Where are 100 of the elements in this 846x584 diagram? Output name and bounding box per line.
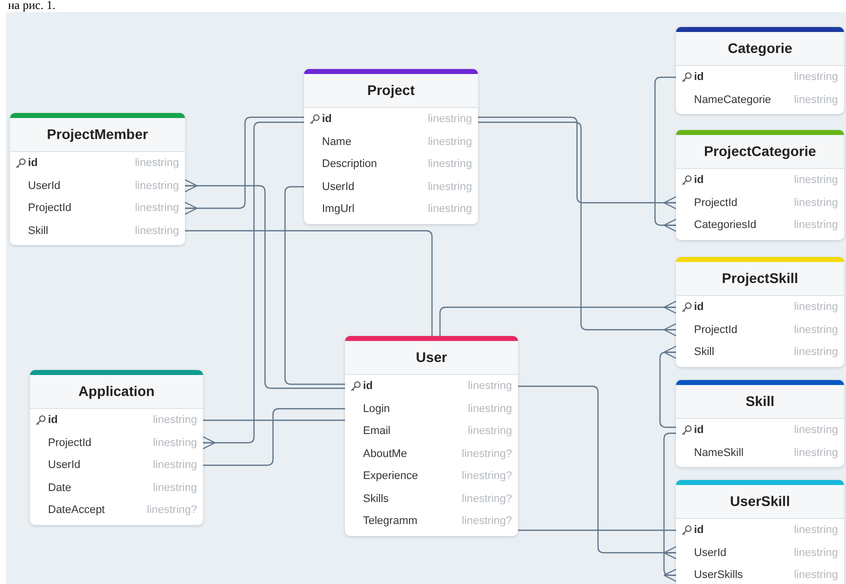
field-type: linestring [794, 92, 838, 108]
field-type: linestring [134, 201, 179, 216]
field-type: linestring [468, 424, 512, 439]
field-name: Skill [694, 345, 716, 360]
relationship-line [203, 420, 345, 421]
field-name: UserSkills [694, 568, 744, 583]
field-type: linestring [794, 300, 838, 315]
table-header: Categorie [676, 32, 844, 66]
relationship-line [478, 122, 677, 336]
field-name: id [694, 70, 705, 85]
field-name: ImgUrl [322, 202, 356, 217]
field-type: linestring [794, 218, 838, 233]
entity-table [676, 480, 844, 584]
field-name: Skills [363, 492, 390, 506]
field-type: linestring [794, 546, 838, 560]
field-type: linestring [468, 402, 512, 416]
field-name: id [694, 300, 705, 315]
field-name: Skill [28, 224, 50, 238]
field-name: Login [363, 402, 391, 416]
field-name: Email [363, 424, 392, 439]
field-name: id [28, 156, 39, 171]
table-header: ProjectSkill [676, 262, 844, 296]
relationship-line [185, 230, 433, 336]
relationship-line [663, 432, 677, 582]
field-type: linestring? [146, 503, 197, 518]
entity-table [676, 380, 844, 467]
field-name: Date [48, 480, 72, 496]
relationship-line [284, 186, 345, 385]
field-type: linestring [428, 134, 472, 150]
relationship-line [659, 346, 677, 428]
field-type: linestring [794, 173, 838, 188]
relationship-line [518, 386, 677, 560]
relationship-line [478, 116, 677, 210]
field-name: ProjectId [694, 196, 738, 210]
field-name: UserId [694, 546, 728, 560]
field-name: UserId [28, 178, 62, 194]
field-type: linestring [428, 157, 472, 172]
field-type: linestring? [462, 446, 512, 462]
field-type: linestring [468, 379, 512, 394]
field-type: linestring [152, 480, 197, 496]
relationship-line [439, 300, 677, 337]
text-fragment: на рис. 1. [8, 0, 56, 12]
field-type: linestring [794, 322, 838, 338]
relationship-line [518, 530, 676, 531]
field-name: Experience [363, 469, 420, 484]
entity-table [676, 130, 844, 240]
entity-table [30, 370, 203, 524]
relationship-line [203, 408, 345, 466]
field-type: linestring [428, 180, 472, 194]
field-name: id [322, 112, 333, 127]
table-header: UserSkill [676, 485, 844, 519]
relationship-line [184, 179, 345, 389]
relationship-line [202, 122, 304, 450]
field-type: linestring [152, 458, 197, 473]
table-header: User [345, 341, 518, 375]
field-name: id [48, 413, 59, 428]
field-type: linestring [794, 70, 838, 85]
field-name: DateAccept [48, 503, 106, 518]
field-type: linestring [794, 423, 838, 438]
field-type: linestring [794, 568, 838, 583]
field-type: linestring [134, 156, 179, 171]
entity-table [676, 257, 844, 366]
table-header: ProjectCategorie [676, 135, 844, 169]
table-header: Skill [676, 385, 844, 419]
field-name: ProjectId [48, 436, 92, 450]
field-type: linestring [794, 446, 838, 460]
field-name: NameSkill [694, 446, 745, 460]
entity-table [304, 69, 478, 224]
field-type: linestring [134, 224, 179, 238]
field-name: id [363, 379, 374, 394]
field-type: linestring [428, 202, 472, 217]
field-name: CategoriesId [694, 218, 758, 233]
field-name: AboutMe [363, 446, 408, 462]
field-name: Name [322, 134, 352, 150]
field-name: id [694, 173, 705, 188]
field-type: linestring [794, 196, 838, 210]
field-name: UserId [322, 180, 356, 194]
table-header: ProjectMember [10, 118, 185, 152]
relationship-line [184, 116, 304, 215]
field-type: linestring [134, 178, 179, 194]
entity-table [345, 336, 518, 536]
entity-table [10, 113, 185, 245]
field-name: UserId [48, 458, 82, 473]
field-name: NameCategorie [694, 92, 772, 108]
field-type: linestring? [462, 469, 512, 484]
field-type: linestring [152, 413, 197, 428]
field-name: id [694, 523, 705, 538]
field-name: id [694, 423, 705, 438]
entity-table [676, 27, 844, 114]
field-name: Description [322, 157, 378, 172]
field-type: linestring [794, 523, 838, 538]
field-name: ProjectId [694, 322, 738, 338]
table-header: Application [30, 375, 203, 409]
field-type: linestring [152, 436, 197, 450]
field-name: Telegramm [363, 514, 418, 529]
field-name: ProjectId [28, 201, 72, 216]
field-type: linestring [428, 112, 472, 127]
relationship-line [654, 76, 677, 232]
table-header: Project [304, 74, 478, 108]
field-type: linestring? [462, 514, 512, 529]
